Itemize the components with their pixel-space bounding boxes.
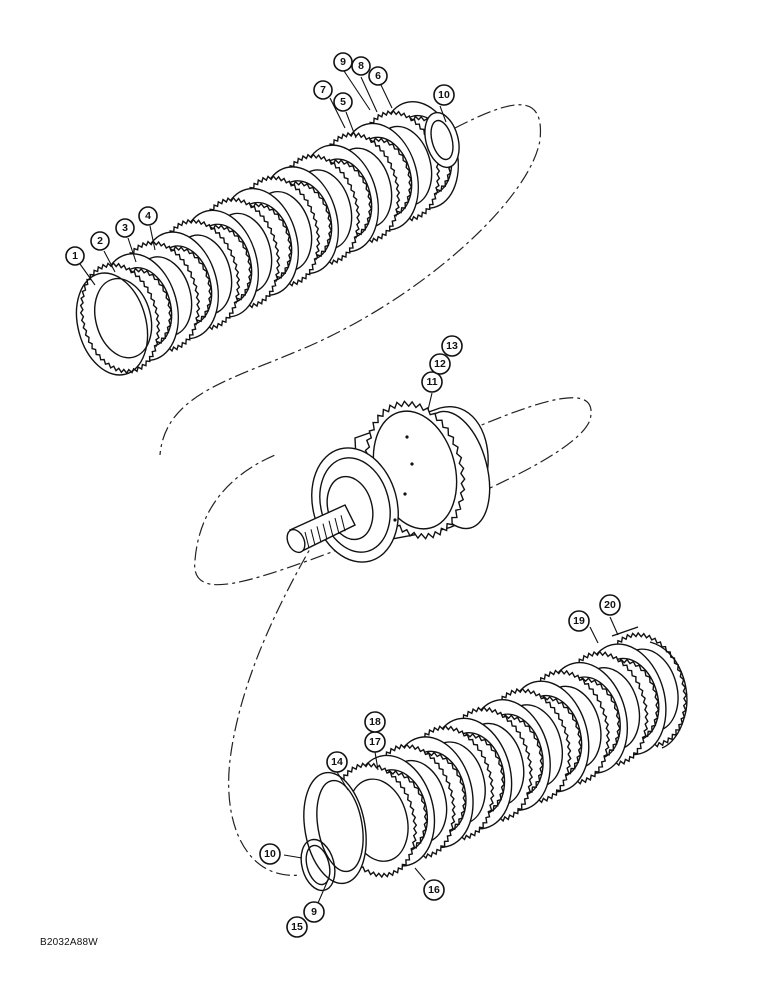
svg-text:10: 10 — [264, 848, 276, 860]
svg-text:2: 2 — [97, 235, 103, 247]
svg-text:15: 15 — [291, 921, 303, 933]
svg-text:14: 14 — [331, 756, 343, 768]
svg-text:8: 8 — [358, 60, 364, 72]
svg-text:19: 19 — [573, 615, 585, 627]
callout-15: 15 — [286, 916, 308, 938]
callout-4: 4 — [138, 206, 158, 226]
callout-19: 19 — [568, 610, 590, 632]
svg-text:9: 9 — [340, 56, 346, 68]
lower-clutch-pack — [332, 631, 688, 879]
leader-lines — [79, 70, 619, 904]
callout-5: 5 — [333, 92, 353, 112]
svg-text:3: 3 — [122, 222, 128, 234]
callout-18: 18 — [364, 711, 386, 733]
svg-text:16: 16 — [428, 884, 440, 896]
callout-7: 7 — [313, 80, 333, 100]
connection-line-upper — [159, 104, 542, 456]
svg-text:6: 6 — [375, 70, 381, 82]
upper-disc — [79, 261, 161, 375]
svg-text:11: 11 — [426, 376, 437, 388]
callout-9: 9 — [333, 52, 353, 72]
callout-10: 10 — [433, 84, 455, 106]
svg-text:20: 20 — [604, 599, 616, 611]
callout-10-lower: 10 — [259, 843, 281, 865]
svg-text:7: 7 — [320, 84, 326, 96]
callout-6: 6 — [368, 66, 388, 86]
connection-line-middle — [194, 397, 592, 586]
callout-2: 2 — [90, 231, 110, 251]
callout-11: 11 — [421, 371, 443, 393]
callout-1: 1 — [65, 246, 85, 266]
svg-text:13: 13 — [446, 340, 458, 352]
svg-text:12: 12 — [434, 358, 446, 370]
clutch-hub-assembly — [286, 400, 491, 563]
callout-9-lower: 9 — [303, 901, 325, 923]
snap-ring-1 — [75, 272, 149, 376]
drawing-code: B2032A88W — [40, 937, 98, 948]
callout-12: 12 — [429, 353, 451, 375]
upper-clutch-pack — [75, 100, 460, 376]
svg-text:10: 10 — [438, 89, 450, 101]
svg-text:17: 17 — [369, 736, 381, 748]
svg-text:5: 5 — [340, 96, 346, 108]
snap-ring — [649, 641, 688, 749]
svg-text:18: 18 — [369, 716, 381, 728]
callout-13: 13 — [441, 335, 463, 357]
svg-text:4: 4 — [145, 210, 151, 222]
snap-ring-piece — [611, 626, 639, 637]
svg-text:1: 1 — [72, 250, 78, 262]
connection-line-lower — [228, 534, 319, 876]
seal-ring-10 — [424, 111, 460, 169]
callout-17: 17 — [364, 731, 386, 753]
lower-piston-and-seal — [300, 771, 367, 892]
svg-text:9: 9 — [311, 906, 317, 918]
callout-14: 14 — [326, 751, 348, 773]
callout-16: 16 — [423, 879, 445, 901]
callout-20: 20 — [599, 594, 621, 616]
shaft-splines — [304, 515, 346, 549]
callout-3: 3 — [115, 218, 135, 238]
callout-8: 8 — [351, 56, 371, 76]
